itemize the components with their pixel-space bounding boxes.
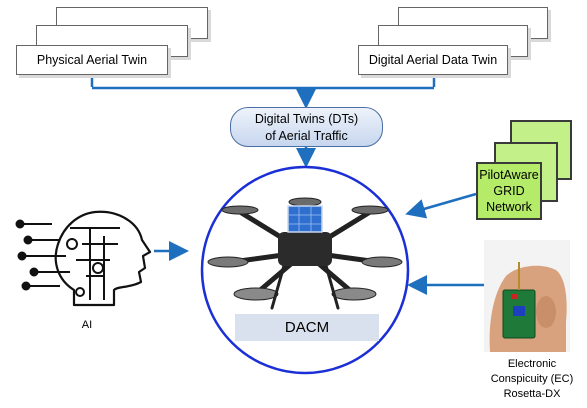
ec-line2: Conspicuity (EC) (490, 373, 574, 385)
digital-twins-line1: Digital Twins (DTs) (254, 112, 359, 126)
digital-twin-box: Digital Aerial Data Twin (358, 45, 508, 75)
digital-twin-label: Digital Aerial Data Twin (368, 53, 498, 67)
dacm-label: DACM (284, 319, 330, 336)
pilotaware-line3: Network (486, 200, 532, 214)
ai-label: AI (81, 319, 93, 331)
pilotaware-box: PilotAware GRID Network (476, 162, 542, 220)
ec-line3: Rosetta-DX (503, 388, 561, 400)
digital-twins-box: Digital Twins (DTs) of Aerial Traffic (230, 107, 383, 147)
arrow-pilotaware-to-dacm (405, 192, 477, 219)
ec-line1: Electronic (507, 358, 557, 370)
physical-twin-label: Physical Aerial Twin (36, 53, 148, 67)
physical-twin-box: Physical Aerial Twin (16, 45, 168, 75)
dacm-circle (200, 165, 410, 375)
pilotaware-line2: GRID (493, 184, 525, 198)
digital-twins-line2: of Aerial Traffic (265, 129, 348, 143)
dacm-label-bar: DACM (235, 314, 379, 341)
ec-caption: Electronic Conspicuity (EC) Rosetta-DX (484, 357, 580, 402)
pilotaware-line1: PilotAware (479, 168, 539, 182)
